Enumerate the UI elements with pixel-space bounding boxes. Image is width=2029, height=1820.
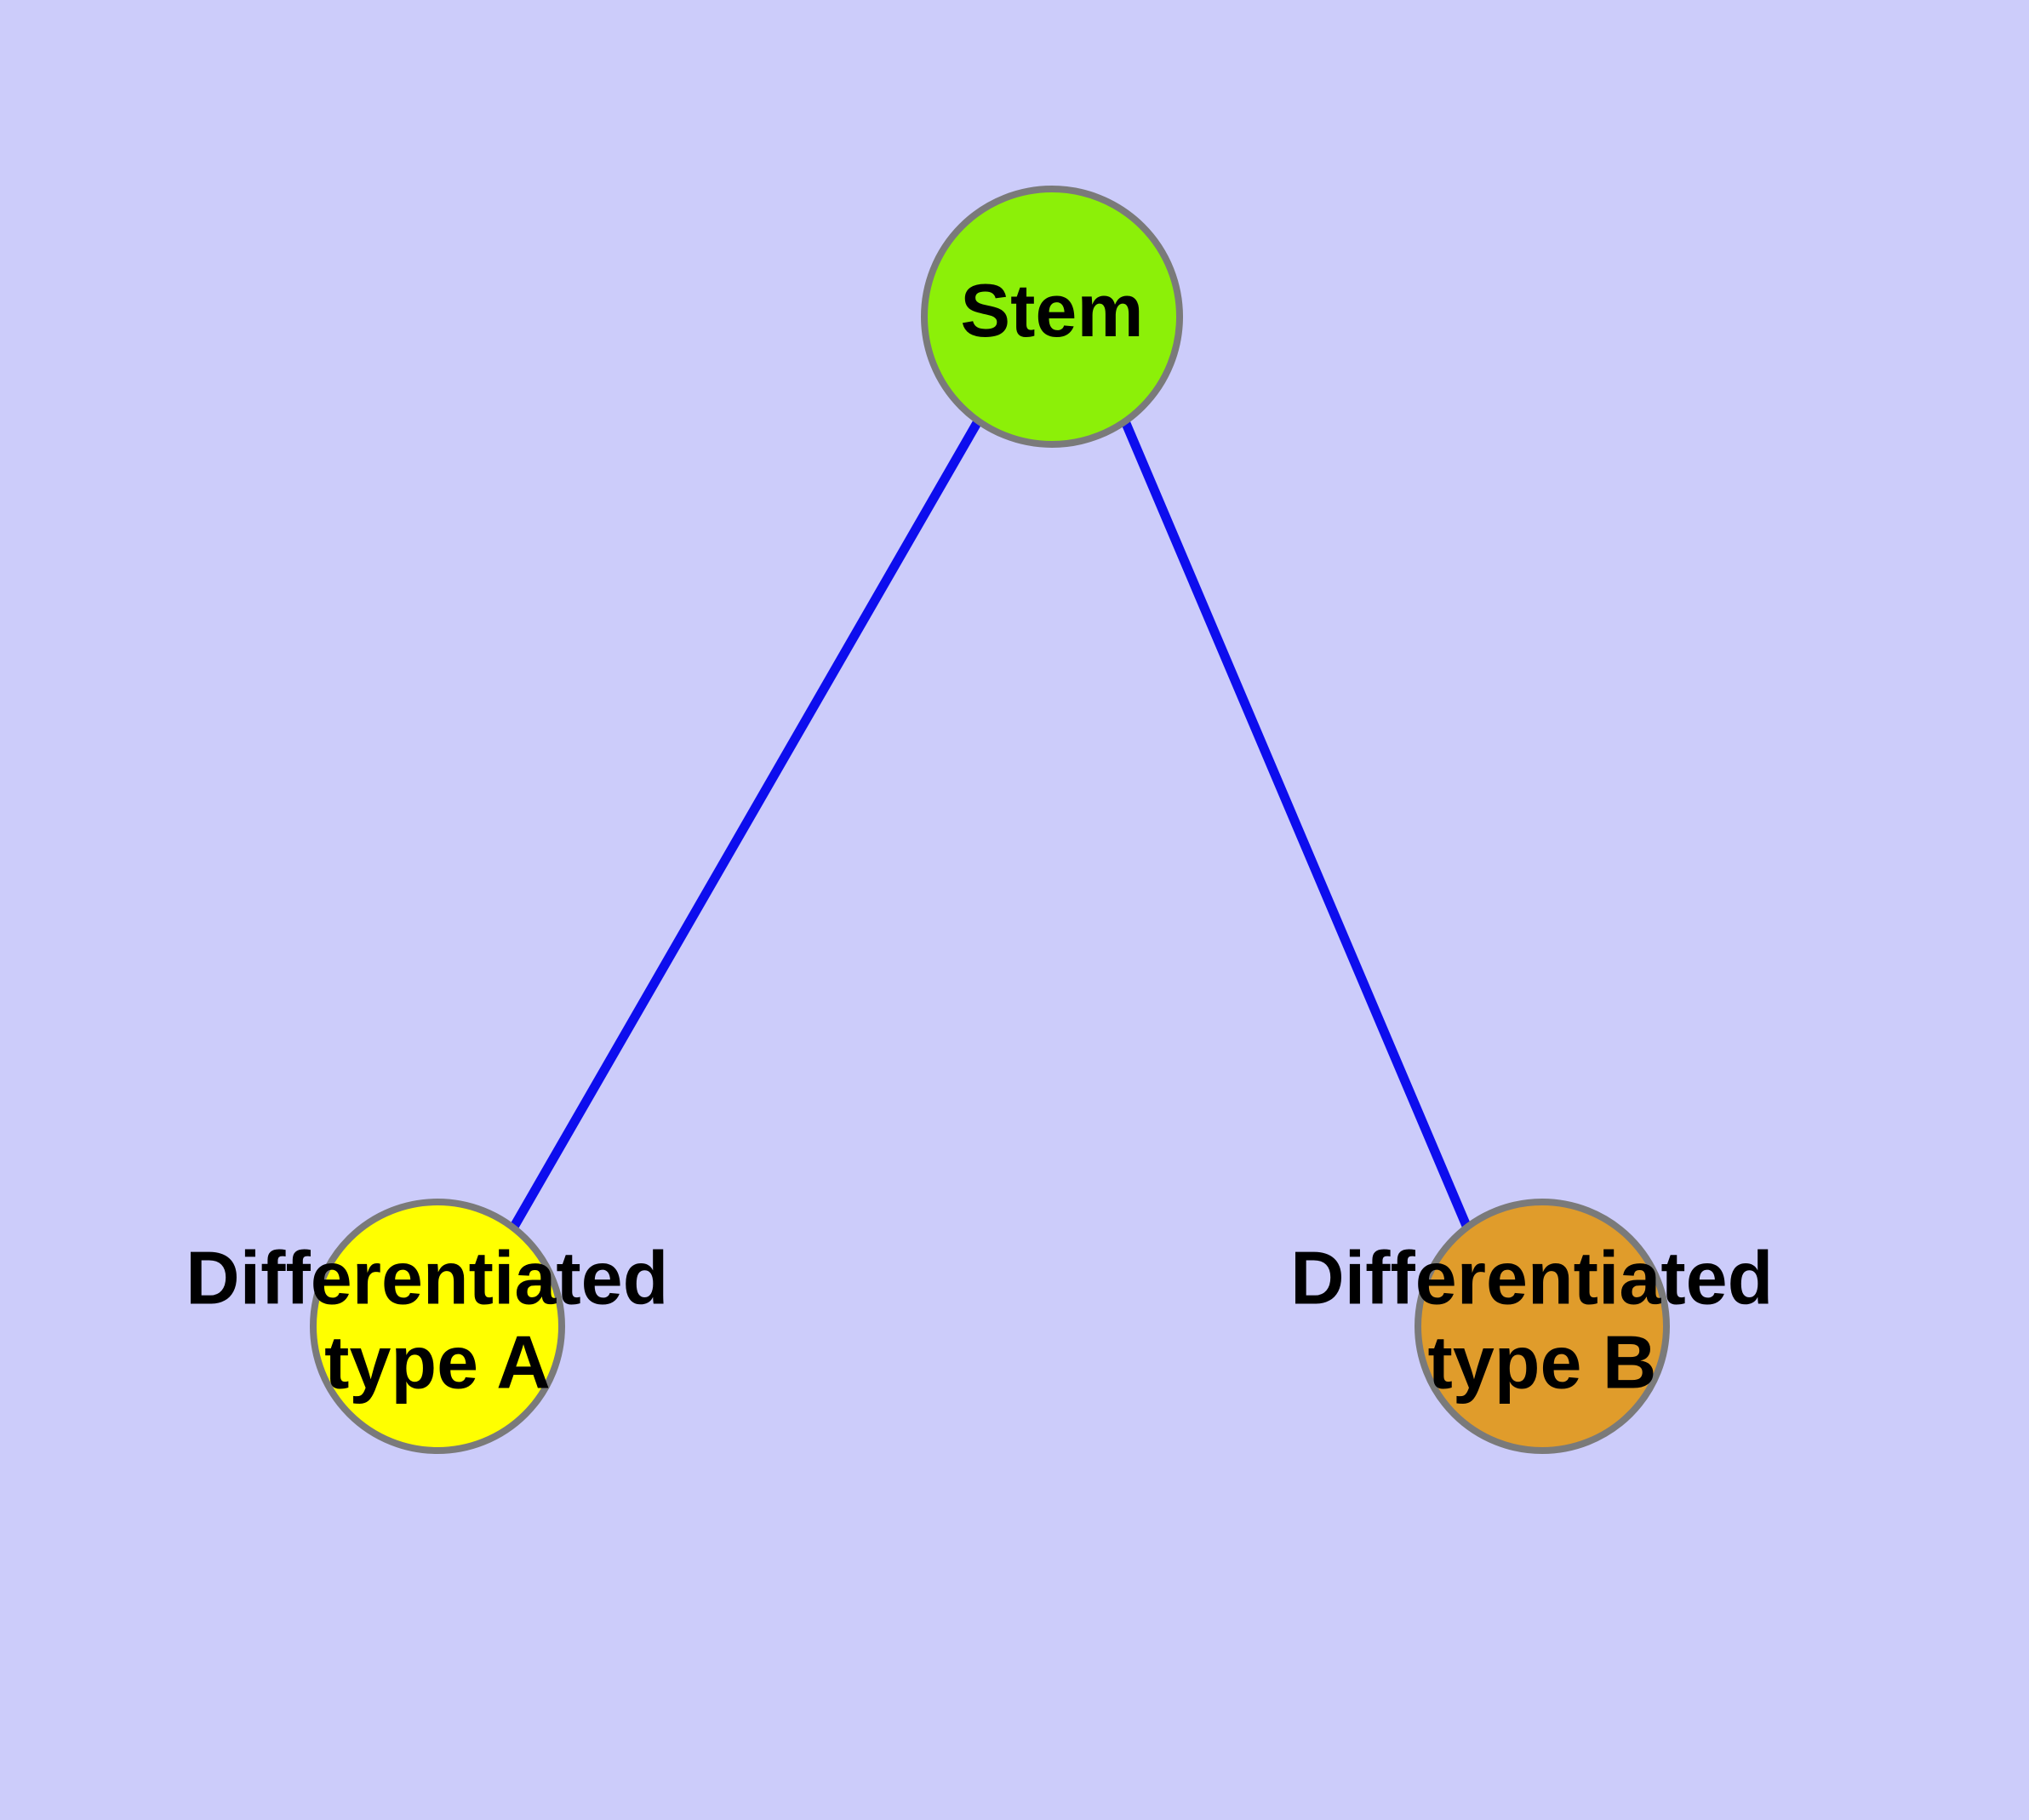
node-differentiated-type-a-label-line-2: type A [324, 1320, 551, 1405]
nodes-group: Stem Differentiated type A Differentiate… [186, 186, 1794, 1454]
node-differentiated-type-a-label: Differentiated type A [186, 1236, 689, 1405]
edges-group [510, 419, 1472, 1229]
edge-stem-to-differentiated-type-a[interactable] [510, 419, 982, 1229]
node-stem-circle[interactable] [921, 186, 1183, 448]
node-stem-label: Stem [960, 268, 1143, 352]
node-differentiated-type-a[interactable]: Differentiated type A [186, 1199, 689, 1454]
node-differentiated-type-b-label: Differentiated type B [1290, 1236, 1794, 1405]
node-differentiated-type-b-label-line-1: Differentiated [1290, 1236, 1773, 1320]
node-differentiated-type-b-label-line-2: type B [1428, 1320, 1657, 1405]
node-differentiated-type-a-circle[interactable] [310, 1199, 565, 1454]
edge-stem-to-differentiated-type-b[interactable] [1120, 419, 1472, 1228]
node-differentiated-type-a-label-line-1: Differentiated [186, 1236, 668, 1320]
node-differentiated-type-b-circle[interactable] [1415, 1199, 1670, 1454]
node-stem[interactable]: Stem [921, 186, 1183, 448]
node-differentiated-type-b[interactable]: Differentiated type B [1290, 1199, 1794, 1454]
node-stem-label-line-1: Stem [960, 268, 1143, 352]
